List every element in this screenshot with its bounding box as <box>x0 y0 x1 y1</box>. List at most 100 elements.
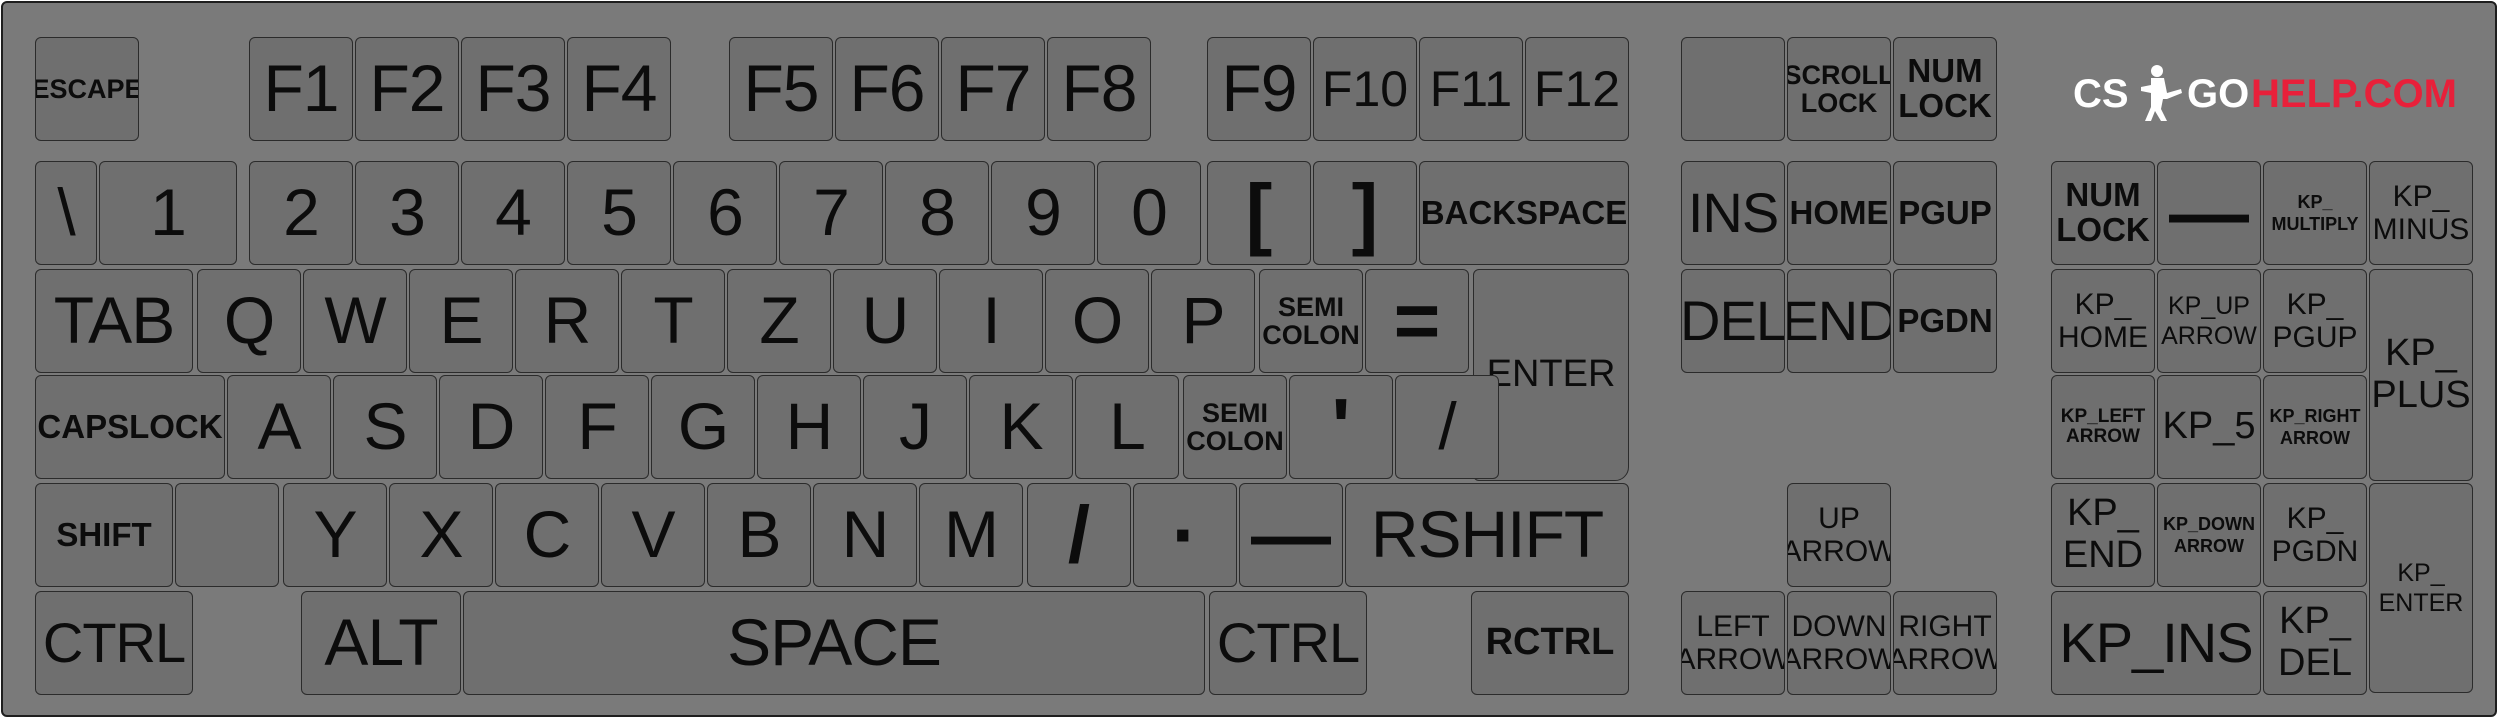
key-kp-minus[interactable]: KP_ MINUS <box>2369 161 2473 265</box>
key-blank[interactable] <box>1681 37 1785 141</box>
key-pgup[interactable]: PGUP <box>1893 161 1997 265</box>
key-f8[interactable]: F8 <box>1047 37 1151 141</box>
key-kp-pgup[interactable]: KP_ PGUP <box>2263 269 2367 373</box>
key-period[interactable]: · <box>1133 483 1237 587</box>
key-kp-ins[interactable]: KP_INS <box>2051 591 2261 695</box>
key-kp-enter[interactable]: KP_ ENTER <box>2369 483 2473 693</box>
key-v[interactable]: V <box>601 483 705 587</box>
key-e[interactable]: E <box>409 269 513 373</box>
key-semicolon[interactable]: SEMI COLON <box>1259 269 1363 373</box>
key-f[interactable]: F <box>545 375 649 479</box>
key-pgdn[interactable]: PGDN <box>1893 269 1997 373</box>
key-leftarrow[interactable]: LEFT ARROW <box>1681 591 1785 695</box>
key-a[interactable]: A <box>227 375 331 479</box>
key-downarrow[interactable]: DOWN ARROW <box>1787 591 1891 695</box>
key-k[interactable]: K <box>969 375 1073 479</box>
key-8[interactable]: 8 <box>885 161 989 265</box>
key-t[interactable]: T <box>621 269 725 373</box>
key-w[interactable]: W <box>303 269 407 373</box>
key-f10[interactable]: F10 <box>1313 37 1417 141</box>
key-0[interactable]: 0 <box>1097 161 1201 265</box>
key-3[interactable]: 3 <box>355 161 459 265</box>
key-escape[interactable]: ESCAPE <box>35 37 139 141</box>
key-blank-shift[interactable] <box>175 483 279 587</box>
key-kp-uparrow[interactable]: KP_UP ARROW <box>2157 269 2261 373</box>
key-semicolon-2[interactable]: SEMI COLON <box>1183 375 1287 479</box>
key-left-bracket[interactable]: [ <box>1207 161 1311 265</box>
key-shift[interactable]: SHIFT <box>35 483 173 587</box>
key-alt[interactable]: ALT <box>301 591 461 695</box>
key-f11[interactable]: F11 <box>1419 37 1523 141</box>
key-m[interactable]: M <box>919 483 1023 587</box>
key-end[interactable]: END <box>1787 269 1891 373</box>
key-kp-end[interactable]: KP_ END <box>2051 483 2155 587</box>
key-f9[interactable]: F9 <box>1207 37 1311 141</box>
key-kp-5[interactable]: KP_5 <box>2157 375 2261 479</box>
key-2[interactable]: 2 <box>249 161 353 265</box>
key-num-lock[interactable]: NUM LOCK <box>1893 37 1997 141</box>
key-uparrow[interactable]: UP ARROW <box>1787 483 1891 587</box>
key-tab[interactable]: TAB <box>35 269 193 373</box>
key-home[interactable]: HOME <box>1787 161 1891 265</box>
key-kp-leftarrow[interactable]: KP_LEFT ARROW <box>2051 375 2155 479</box>
key-l[interactable]: L <box>1075 375 1179 479</box>
key-kp-plus[interactable]: KP_ PLUS <box>2369 269 2473 481</box>
key-comma[interactable]: / <box>1027 483 1131 587</box>
key-6[interactable]: 6 <box>673 161 777 265</box>
key-f4[interactable]: F4 <box>567 37 671 141</box>
key-apostrophe[interactable]: ' <box>1289 375 1393 479</box>
key-x[interactable]: X <box>389 483 493 587</box>
key-g[interactable]: G <box>651 375 755 479</box>
key-rctrl[interactable]: RCTRL <box>1471 591 1629 695</box>
key-right-bracket[interactable]: ] <box>1313 161 1417 265</box>
key-slash[interactable]: / <box>1395 375 1499 479</box>
key-f7[interactable]: F7 <box>941 37 1045 141</box>
key-f1[interactable]: F1 <box>249 37 353 141</box>
key-kp-pgdn[interactable]: KP_ PGDN <box>2263 483 2367 587</box>
key-kp-slash[interactable]: — <box>2157 161 2261 265</box>
key-o[interactable]: O <box>1045 269 1149 373</box>
key-ctrl-right[interactable]: CTRL <box>1209 591 1367 695</box>
key-j[interactable]: J <box>863 375 967 479</box>
key-f2[interactable]: F2 <box>355 37 459 141</box>
key-backspace[interactable]: BACKSPACE <box>1419 161 1629 265</box>
key-f3[interactable]: F3 <box>461 37 565 141</box>
key-minus[interactable]: — <box>1239 483 1343 587</box>
key-scroll-lock[interactable]: SCROLL LOCK <box>1787 37 1891 141</box>
key-kp-rightarrow[interactable]: KP_RIGHT ARROW <box>2263 375 2367 479</box>
key-enter[interactable]: ENTER <box>1473 269 1629 481</box>
key-ctrl[interactable]: CTRL <box>35 591 193 695</box>
key-backslash[interactable]: \ <box>35 161 97 265</box>
key-del[interactable]: DEL <box>1681 269 1785 373</box>
key-5[interactable]: 5 <box>567 161 671 265</box>
key-q[interactable]: Q <box>197 269 301 373</box>
key-f5[interactable]: F5 <box>729 37 833 141</box>
key-4[interactable]: 4 <box>461 161 565 265</box>
key-kp-multiply[interactable]: KP_ MULTIPLY <box>2263 161 2367 265</box>
key-kp-numlock[interactable]: NUM LOCK <box>2051 161 2155 265</box>
key-kp-home[interactable]: KP_ HOME <box>2051 269 2155 373</box>
key-n[interactable]: N <box>813 483 917 587</box>
key-kp-del[interactable]: KP_ DEL <box>2263 591 2367 695</box>
key-equals[interactable]: = <box>1365 269 1469 373</box>
key-y[interactable]: Y <box>283 483 387 587</box>
key-f12[interactable]: F12 <box>1525 37 1629 141</box>
key-space[interactable]: SPACE <box>463 591 1205 695</box>
key-9[interactable]: 9 <box>991 161 1095 265</box>
key-p[interactable]: P <box>1151 269 1255 373</box>
key-s[interactable]: S <box>333 375 437 479</box>
key-rightarrow[interactable]: RIGHT ARROW <box>1893 591 1997 695</box>
key-d[interactable]: D <box>439 375 543 479</box>
key-7[interactable]: 7 <box>779 161 883 265</box>
key-u[interactable]: U <box>833 269 937 373</box>
key-ins[interactable]: INS <box>1681 161 1785 265</box>
key-i[interactable]: I <box>939 269 1043 373</box>
key-z[interactable]: Z <box>727 269 831 373</box>
key-rshift[interactable]: RSHIFT <box>1345 483 1629 587</box>
key-h[interactable]: H <box>757 375 861 479</box>
key-f6[interactable]: F6 <box>835 37 939 141</box>
key-b[interactable]: B <box>707 483 811 587</box>
key-kp-downarrow[interactable]: KP_DOWN ARROW <box>2157 483 2261 587</box>
key-1[interactable]: 1 <box>99 161 237 265</box>
key-r[interactable]: R <box>515 269 619 373</box>
